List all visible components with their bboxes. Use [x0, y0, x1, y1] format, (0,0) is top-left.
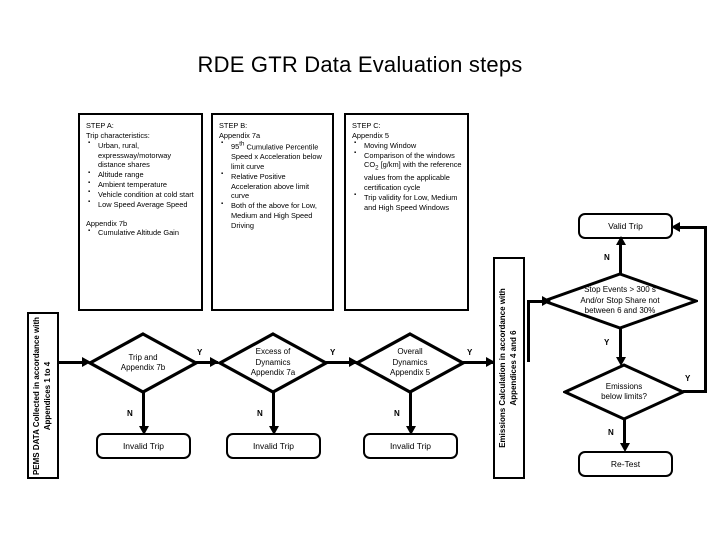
superscript-th: 95th — [231, 140, 245, 152]
step-b-header-2: Appendix 7a — [219, 130, 261, 140]
label-stopevents-no: N — [604, 253, 610, 262]
arrow-decision1-yes — [210, 357, 219, 367]
pems-data-sidebar-label: PEMS DATA Collected in accordance with A… — [32, 316, 54, 474]
list-item: Comparison of the windows CO2 [g/km] wit… — [352, 150, 462, 193]
label-decision2-yes: Y — [330, 348, 336, 357]
step-b-header-1: STEP B: — [219, 121, 248, 130]
connector-stopevents-yes — [619, 328, 622, 362]
decision-emissions-below-limits[interactable]: Emissions below limits? — [563, 363, 685, 421]
list-item: Low Speed Average Speed — [86, 199, 196, 210]
connector-emissions-yes-v — [704, 226, 707, 393]
connector-decision3-no — [409, 392, 412, 430]
terminator-invalid-trip-1: Invalid Trip — [96, 433, 191, 459]
arrow-decision2-yes — [349, 357, 358, 367]
terminator-valid-trip: Valid Trip — [578, 213, 673, 239]
connector-emissionsbar-to-stopevents — [527, 300, 550, 303]
emissions-calculation-sidebar: Emissions Calculation in accordance with… — [493, 257, 525, 479]
diamond-shape — [542, 272, 698, 330]
list-item: Vehicle condition at cold start — [86, 189, 196, 200]
bullet-text-rest: Cumulative Percentile Speed x Accelerati… — [231, 142, 322, 171]
step-a-header-2: Trip characteristics: — [86, 130, 150, 140]
arrow-decision3-yes — [486, 357, 495, 367]
label-decision3-yes: Y — [467, 348, 473, 357]
connector-stopevents-no — [619, 243, 622, 275]
connector-decision1-yes — [196, 361, 218, 364]
step-a-header-1: STEP A: — [86, 121, 114, 130]
step-a-sub-bullets: Cumulative Altitude Gain — [86, 228, 196, 238]
arrow-decision2-no — [269, 426, 279, 435]
diamond-shape — [218, 332, 328, 394]
connector-pems-to-decision1 — [59, 361, 84, 364]
spacer — [86, 210, 196, 219]
step-c-bullets: Moving Window Comparison of the windows … — [352, 140, 462, 213]
terminator-retest: Re-Test — [578, 451, 673, 477]
connector-emissions-no — [623, 419, 626, 448]
label-decision1-yes: Y — [197, 348, 203, 357]
label-decision2-no: N — [257, 409, 263, 418]
step-a-box: STEP A: Trip characteristics: Urban, rur… — [78, 113, 203, 311]
decision-stop-events[interactable]: Stop Events > 300 s And/or Stop Share no… — [542, 272, 698, 330]
connector-emissions-yes-h — [683, 390, 707, 393]
emissions-calc-line-1: Emissions Calculation in accordance with — [498, 288, 508, 448]
list-item: Moving Window — [352, 140, 462, 151]
step-c-box: STEP C: Appendix 5 Moving Window Compari… — [344, 113, 469, 311]
emissions-calc-line-2: Appendices 4 and 6 — [509, 330, 518, 406]
diamond-shape — [88, 332, 198, 394]
decision-trip-and-appendix-7b[interactable]: Trip and Appendix 7b — [88, 332, 198, 394]
page-title: RDE GTR Data Evaluation steps — [197, 52, 523, 77]
list-item: Ambient temperature — [86, 180, 196, 190]
decision-excess-of-dynamics[interactable]: Excess of Dynamics Appendix 7a — [218, 332, 328, 394]
connector-decision2-no — [272, 392, 275, 430]
pems-data-line-2: Appendices 1 to 4 — [43, 361, 52, 430]
connector-decision2-yes — [326, 361, 357, 364]
pems-data-sidebar: PEMS DATA Collected in accordance with A… — [27, 312, 59, 479]
connector-decision1-no — [142, 392, 145, 430]
label-emissions-yes: Y — [685, 374, 691, 383]
step-a-sub-header: Appendix 7b — [86, 218, 128, 228]
terminator-invalid-trip-3: Invalid Trip — [363, 433, 458, 459]
arrow-decision1-no — [139, 426, 149, 435]
label-stopevents-yes: Y — [604, 338, 610, 347]
connector-emissionsbar-riser — [527, 300, 530, 362]
step-b-bullets: 95th Cumulative Percentile Speed x Accel… — [219, 140, 327, 231]
connector-decision3-yes — [463, 361, 493, 364]
arrow-to-stopevents — [542, 296, 551, 306]
list-item: Cumulative Altitude Gain — [86, 228, 196, 238]
terminator-invalid-trip-2: Invalid Trip — [226, 433, 321, 459]
list-item: Trip validity for Low, Medium and High S… — [352, 192, 462, 213]
label-decision1-no: N — [127, 409, 133, 418]
diamond-shape — [563, 363, 685, 421]
arrow-emissions-yes-to-validtrip — [671, 222, 680, 232]
label-emissions-no: N — [608, 428, 614, 437]
emissions-calculation-sidebar-label: Emissions Calculation in accordance with… — [498, 288, 520, 448]
list-item: Relative Positive Acceleration above lim… — [219, 171, 327, 202]
step-b-box: STEP B: Appendix 7a 95th Cumulative Perc… — [211, 113, 334, 311]
arrow-stopevents-yes — [616, 357, 626, 366]
step-c-header-2: Appendix 5 — [352, 130, 389, 140]
list-item: Urban, rural, expressway/motorway distan… — [86, 140, 196, 171]
connector-emissions-yes-to-validtrip — [680, 226, 707, 229]
diamond-shape — [355, 332, 465, 394]
arrow-decision3-no — [406, 426, 416, 435]
arrow-pems-to-decision1 — [82, 357, 91, 367]
subscript-2: 2 — [375, 164, 379, 172]
list-item: Both of the above for Low, Medium and Hi… — [219, 201, 327, 231]
list-item: Altitude range — [86, 170, 196, 180]
step-a-bullets: Urban, rural, expressway/motorway distan… — [86, 140, 196, 210]
list-item: 95th Cumulative Percentile Speed x Accel… — [219, 140, 327, 172]
arrow-emissions-no — [620, 443, 630, 452]
step-c-header-1: STEP C: — [352, 121, 381, 130]
label-decision3-no: N — [394, 409, 400, 418]
pems-data-line-1: PEMS DATA Collected in accordance with — [32, 316, 42, 475]
decision-overall-dynamics[interactable]: Overall Dynamics Appendix 5 — [355, 332, 465, 394]
arrow-stopevents-no — [616, 236, 626, 245]
